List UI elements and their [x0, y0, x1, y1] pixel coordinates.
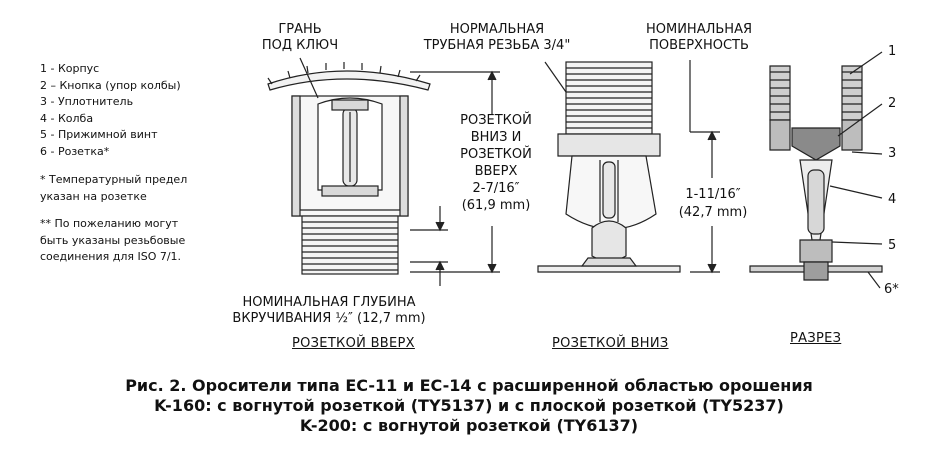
sprinkler-upright-drawing [267, 62, 431, 275]
part-number: 1 [888, 44, 897, 59]
legend-item: 4 - Колба [40, 111, 94, 125]
caption-line: K-200: с вогнутой розеткой (TY6137) [299, 416, 639, 435]
engagement-depth-label: НОМИНАЛЬНАЯ ГЛУБИНА ВКРУЧИВАНИЯ ½″ (12,7… [232, 295, 426, 326]
caption-line: K-160: с вогнутой розеткой (TY5137) и с … [154, 396, 784, 415]
wrench-leader-line [299, 57, 319, 99]
thread-label: НОРМАЛЬНАЯ ТРУБНАЯ РЕЗЬБА 3/4" [423, 22, 571, 53]
sprinkler-section-drawing [749, 65, 883, 281]
temperature-note: * Температурный предел указан на розетке [40, 173, 188, 203]
surface-label: НОМИНАЛЬНАЯ ПОВЕРХНОСТЬ [645, 22, 752, 53]
part-number: 3 [888, 146, 897, 161]
dimension-pendent-label: 1-11/16″ (42,7 mm) [678, 187, 748, 220]
caption-line: Рис. 2. Оросители типа EC-11 и EC-14 с р… [125, 376, 813, 395]
wrench-flat-label: ГРАНЬ ПОД КЛЮЧ [261, 22, 339, 53]
legend-item: 3 - Уплотнитель [40, 95, 134, 108]
figure-caption: Рис. 2. Оросители типа EC-11 и EC-14 с р… [0, 376, 938, 436]
part-number: 2 [888, 96, 897, 111]
part-number: 4 [888, 192, 897, 207]
dimension-overall-label: РОЗЕТКОЙ ВНИЗ И РОЗЕТКОЙ ВВЕРХ 2-7/16″ (… [460, 113, 532, 213]
legend-item: 6 - Розетка* [40, 144, 110, 158]
part-number: 5 [888, 238, 897, 253]
legend-item: 1 - Корпус [40, 62, 100, 75]
parts-legend: 1 - Корпус 2 – Кнопка (упор колбы) 3 - У… [40, 61, 181, 160]
view-title-section: РАЗРЕЗ [790, 331, 842, 346]
legend-item: 2 – Кнопка (упор колбы) [40, 78, 181, 92]
legend-item: 5 - Прижимной винт [40, 128, 158, 141]
sprinkler-pendent-drawing [537, 61, 681, 273]
part-number: 6* [884, 282, 899, 297]
view-title-upright: РОЗЕТКОЙ ВВЕРХ [292, 336, 415, 351]
iso-note: ** По пожеланию могут быть указаны резьб… [40, 217, 186, 263]
view-title-pendent: РОЗЕТКОЙ ВНИЗ [552, 336, 669, 351]
